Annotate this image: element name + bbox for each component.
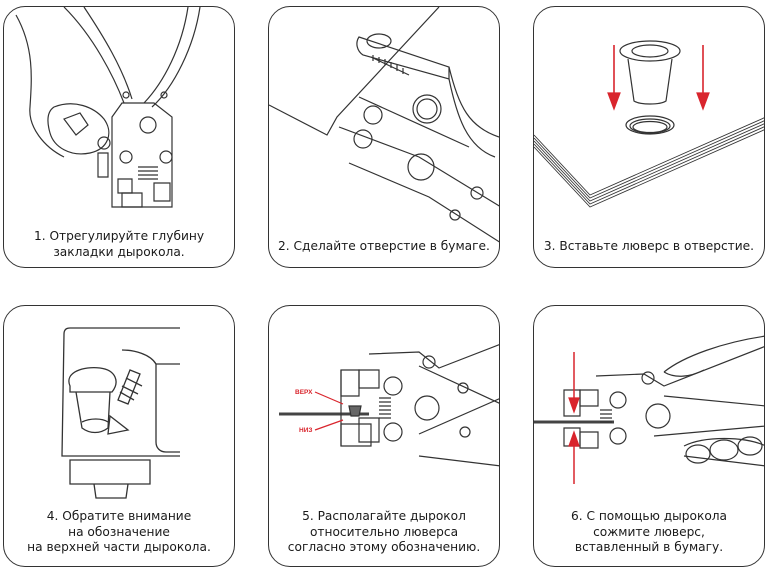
step-6-caption: 6. С помощью дырокола сожмите люверс, вс… [538, 509, 760, 556]
step-2-caption: 2. Сделайте отверстие в бумаге. [273, 239, 495, 255]
punch-marking-illustration [4, 306, 235, 567]
caption-line: относительно люверса [309, 524, 459, 539]
step-5-caption: 5. Располагайте дырокол относительно люв… [273, 509, 495, 556]
caption-line: закладки дырокола. [53, 244, 185, 259]
top-label: ВЕРХ [295, 389, 313, 396]
hole-icon [626, 116, 674, 134]
caption-line: 2. Сделайте отверстие в бумаге. [278, 239, 490, 253]
caption-line: 5. Располагайте дырокол [302, 509, 466, 523]
step-5-panel: ВЕРХ НИЗ 5. Располагайте дырокол относит… [268, 305, 500, 567]
caption-line: вставленный в бумагу. [574, 540, 724, 554]
caption-line: сожмите люверс, [593, 524, 705, 539]
punch-positioning-illustration: ВЕРХ НИЗ [269, 306, 500, 567]
caption-line: на верхней части дырокола. [27, 540, 211, 554]
caption-line: 6. С помощью дырокола [570, 509, 728, 523]
caption-line: 4. Обратите внимание [46, 509, 192, 523]
squeezing-punch-illustration [534, 306, 765, 567]
step-1-caption: 1. Отрегулируйте глубину закладки дыроко… [8, 229, 230, 260]
caption-line: 3. Вставьте люверс в отверстие. [543, 239, 755, 253]
step-1-panel: 1. Отрегулируйте глубину закладки дыроко… [3, 6, 235, 268]
step-4-panel: 4. Обратите внимание на обозначение на в… [3, 305, 235, 567]
down-arrow-icon [608, 45, 709, 109]
caption-line: на обозначение [68, 524, 170, 539]
punch-making-hole-illustration [269, 7, 500, 268]
bottom-label: НИЗ [299, 427, 312, 434]
step-2-panel: 2. Сделайте отверстие в бумаге. [268, 6, 500, 268]
step-3-caption: 3. Вставьте люверс в отверстие. [538, 239, 760, 255]
eyelet-insertion-illustration [534, 7, 765, 268]
caption-line: согласно этому обозначению. [287, 540, 481, 554]
arrow-marking-icon [108, 370, 142, 434]
eyelet-marking-icon [69, 368, 116, 433]
press-arrow-icon [569, 352, 579, 484]
caption-line: 1. Отрегулируйте глубину [33, 229, 205, 243]
step-6-panel: 6. С помощью дырокола сожмите люверс, вс… [533, 305, 765, 567]
hand-adjusting-punch-illustration [4, 7, 235, 268]
eyelet-icon [620, 41, 680, 104]
step-3-panel: 3. Вставьте люверс в отверстие. [533, 6, 765, 268]
paper-stack [534, 117, 765, 207]
step-4-caption: 4. Обратите внимание на обозначение на в… [8, 509, 230, 556]
